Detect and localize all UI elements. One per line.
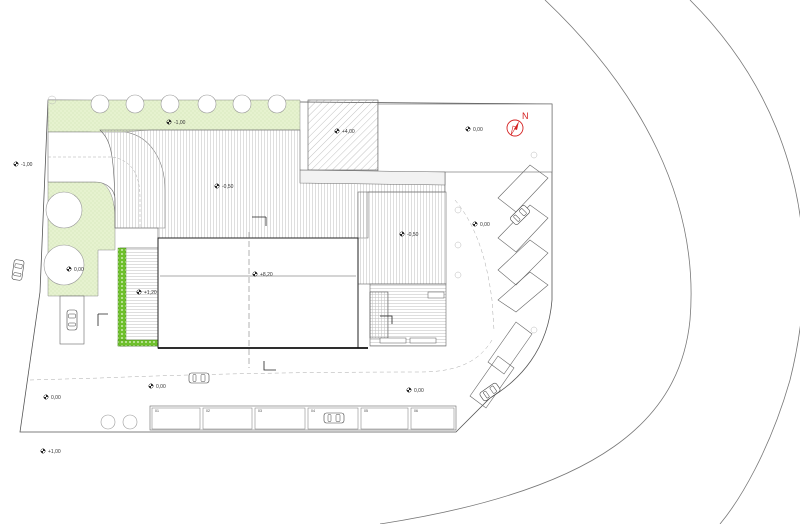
level-label: -0,50 (222, 184, 234, 190)
level-label: +4,00 (342, 129, 355, 135)
level-label: -0,50 (407, 232, 419, 238)
tree-icon (47, 95, 538, 334)
level-label: 0,00 (51, 395, 61, 401)
parking-slots: 01 02 03 04 05 06 (151, 407, 455, 430)
section-marker (380, 315, 393, 324)
entrance-canopy (299, 169, 446, 186)
parking-slot-number: 03 (258, 409, 262, 413)
parking-slot-number: 05 (364, 409, 368, 413)
level-label: -1,00 (21, 162, 33, 168)
road-edge-outer (689, 0, 800, 524)
car-icon (66, 309, 78, 331)
car-icon (323, 412, 345, 424)
upper-court (377, 103, 553, 173)
car-icon (11, 259, 25, 281)
level-label: +8,20 (260, 272, 273, 278)
planter-base (117, 339, 159, 347)
north-label: N (522, 111, 529, 121)
level-label: +1,00 (48, 449, 61, 455)
site-boundary (19, 99, 553, 433)
north-arrow-icon (506, 119, 524, 137)
planter (117, 247, 127, 347)
tree-icon (43, 94, 287, 430)
level-label: 0,00 (480, 222, 490, 228)
level-label: -1,00 (174, 120, 186, 126)
parking-row (149, 405, 457, 431)
car-icon (478, 381, 502, 403)
parking-slot-number: 04 (311, 409, 315, 413)
section-marker (252, 216, 267, 226)
terrace (119, 247, 161, 347)
east-parking-bays (469, 164, 549, 409)
section-marker (97, 313, 108, 326)
section-marker (263, 361, 276, 371)
level-marker-icon: -1,00 -1,00 +4,00 0,00 -0,50 -0,50 0,00 … (13, 119, 490, 455)
paving-east (357, 191, 447, 285)
service-steps (369, 291, 389, 339)
car-icon (188, 372, 210, 384)
level-label: +1,20 (144, 290, 157, 296)
level-label: 0,00 (414, 388, 424, 394)
parking-slot-number: 02 (206, 409, 210, 413)
parking-slot-number: 01 (155, 409, 159, 413)
level-label: 0,00 (156, 384, 166, 390)
main-building (157, 237, 359, 349)
level-label: 0,00 (473, 127, 483, 133)
ramp-block (307, 99, 379, 171)
road-edge-inner (379, 0, 692, 524)
parking-slot-number: 06 (414, 409, 418, 413)
level-label: 0,00 (74, 267, 84, 273)
